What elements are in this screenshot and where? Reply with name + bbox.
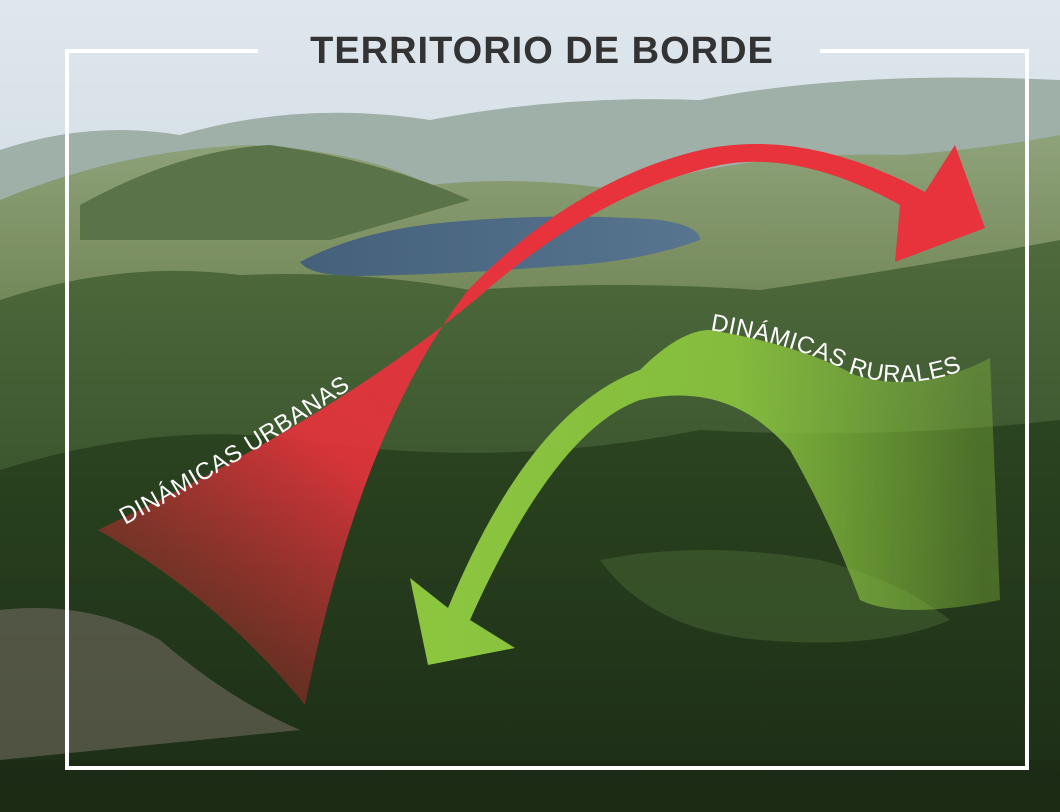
frame-border (65, 49, 1029, 770)
urban-arrow-shape (98, 143, 985, 705)
lake (300, 216, 700, 276)
diagram-title: TERRITORIO DE BORDE (310, 30, 774, 72)
left-ridge (80, 145, 470, 240)
urban-arrow (98, 143, 985, 705)
frame (65, 49, 1029, 770)
town-area (0, 608, 300, 760)
rural-arrow (410, 330, 1000, 665)
rural-arrow-shape (410, 330, 1000, 665)
